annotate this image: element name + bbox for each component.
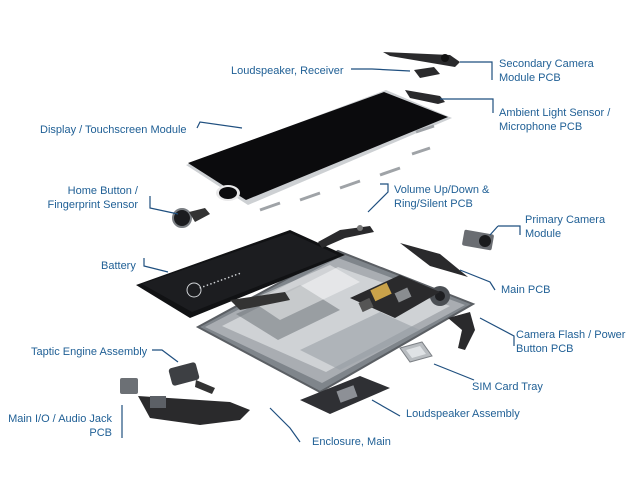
secondary-camera-pcb (383, 52, 460, 67)
main-io-audio-jack-pcb (120, 378, 250, 425)
ambient-light-sensor-pcb (405, 90, 445, 104)
leader-sim-tray (433, 363, 475, 381)
main-pcb (350, 243, 468, 318)
loudspeaker-receiver (414, 67, 440, 78)
leader-volume (367, 183, 389, 213)
display-module (186, 90, 452, 212)
leader-camera-flash (479, 317, 515, 346)
label-primary-camera: Primary Camera Module (525, 214, 606, 240)
leader-main-pcb (459, 269, 496, 291)
label-taptic-engine: Taptic Engine Assembly (31, 346, 148, 358)
leader-display (196, 121, 243, 129)
home-button-assembly (172, 208, 210, 228)
label-display: Display / Touchscreen Module (40, 124, 187, 136)
label-secondary-camera: Secondary Camera Module PCB (499, 58, 594, 84)
label-volume-ring-silent: Volume Up/Down & Ring/Silent PCB (394, 184, 490, 210)
leader-secondary-camera (460, 61, 493, 80)
leader-lines (121, 61, 521, 443)
leader-loudspeaker-receiver (351, 68, 411, 72)
label-battery: Battery (101, 260, 136, 272)
sim-card-tray (399, 341, 433, 363)
label-ambient-light-sensor: Ambient Light Sensor / Microphone PCB (499, 107, 611, 133)
label-camera-flash-power: Camera Flash / Power Button PCB (516, 329, 626, 355)
taptic-engine (168, 362, 215, 394)
leader-home-button (149, 196, 179, 215)
leader-loudspeaker-assembly (371, 399, 401, 417)
label-home-button: Home Button / Fingerprint Sensor (47, 185, 139, 211)
camera-flash-power-pcb (448, 312, 475, 350)
loudspeaker-assembly (300, 376, 390, 414)
battery: • • • • • • • • • • • • (136, 230, 345, 318)
leader-primary-camera (489, 225, 521, 236)
leader-enclosure (269, 407, 301, 443)
label-enclosure-main: Enclosure, Main (312, 436, 391, 448)
label-main-pcb: Main PCB (501, 284, 551, 296)
label-sim-card-tray: SIM Card Tray (472, 381, 543, 393)
leader-battery (143, 258, 169, 273)
label-main-io-audio-jack: Main I/O / Audio Jack PCB (8, 413, 112, 439)
label-loudspeaker-assembly: Loudspeaker Assembly (406, 408, 520, 420)
leader-taptic (152, 349, 179, 363)
label-loudspeaker-receiver: Loudspeaker, Receiver (231, 65, 344, 77)
primary-camera-module (462, 229, 494, 251)
volume-ring-silent-pcb (318, 225, 374, 248)
leader-ambient-light (440, 98, 494, 113)
